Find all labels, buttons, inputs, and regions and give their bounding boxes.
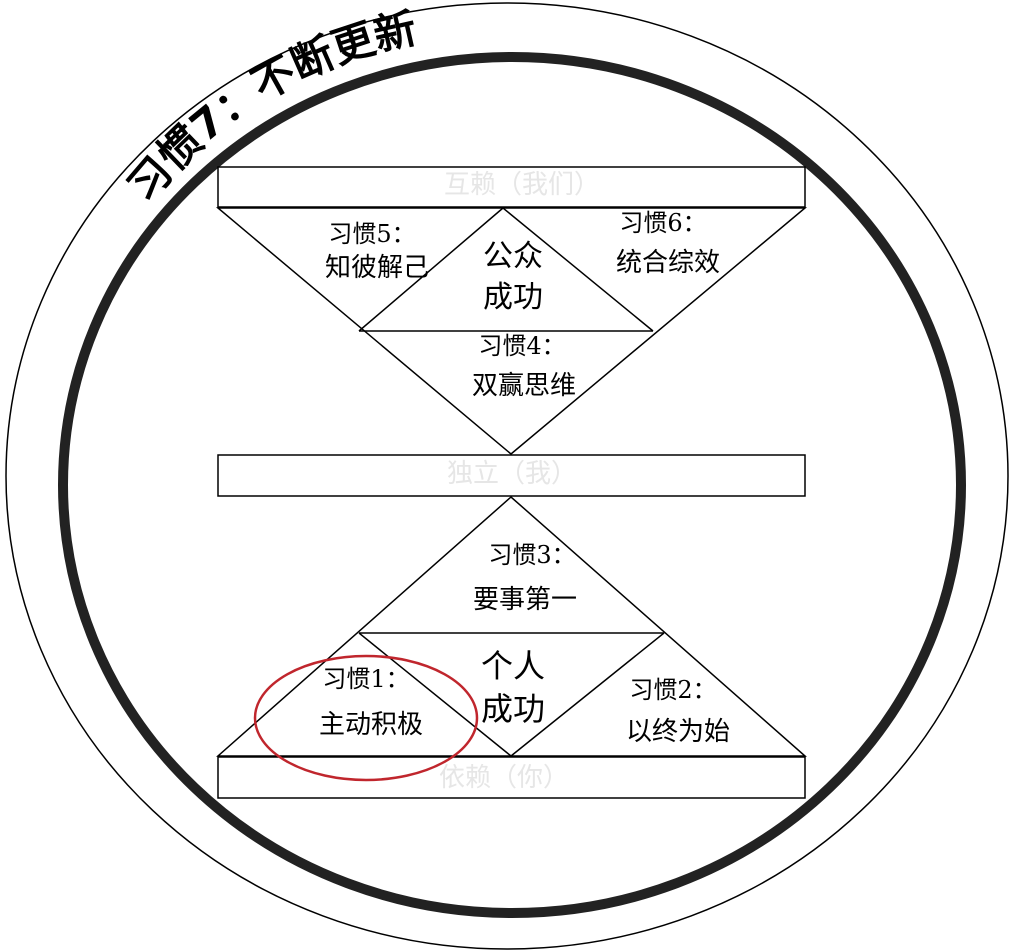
- renewal-ring: [58, 52, 966, 918]
- private-victory-group: [216, 495, 807, 757]
- habit4-name: 双赢思维: [472, 371, 576, 401]
- public-inner-right: [502, 207, 654, 332]
- habit6-label: 习惯6：: [619, 209, 706, 237]
- habit2-name: 以终为始: [626, 717, 730, 747]
- band-independence: [217, 454, 806, 497]
- band-dependence-label: 依赖（你）: [439, 763, 569, 793]
- habit5-name: 知彼解己: [325, 253, 429, 283]
- habit3-label: 习惯3：: [488, 541, 575, 569]
- habit1-highlight-ellipse: [253, 654, 479, 782]
- private-center-line1: 个人: [481, 647, 545, 685]
- public-victory-group: [215, 207, 808, 455]
- private-inner-left: [358, 632, 512, 757]
- habit3-name: 要事第一: [473, 585, 577, 615]
- habit1-name: 主动积极: [319, 710, 423, 740]
- public-center-line2: 成功: [483, 280, 543, 315]
- habit6-name: 统合综效: [616, 248, 720, 278]
- habit1-label: 习惯1：: [322, 665, 409, 693]
- band-interdependence-label: 互赖（我们）: [444, 170, 600, 200]
- band-independence-label: 独立（我）: [447, 459, 577, 489]
- habit5-label: 习惯5：: [328, 220, 415, 248]
- public-inner-left: [358, 207, 504, 332]
- private-center-line2: 成功: [481, 690, 545, 728]
- band-interdependence: [217, 166, 806, 208]
- private-inner-right: [510, 632, 665, 757]
- band-dependence: [217, 756, 806, 799]
- public-center-line1: 公众: [483, 239, 543, 274]
- outer-circle: [5, 2, 1009, 950]
- habit2-label: 习惯2：: [629, 676, 716, 704]
- habit4-label: 习惯4：: [478, 332, 565, 360]
